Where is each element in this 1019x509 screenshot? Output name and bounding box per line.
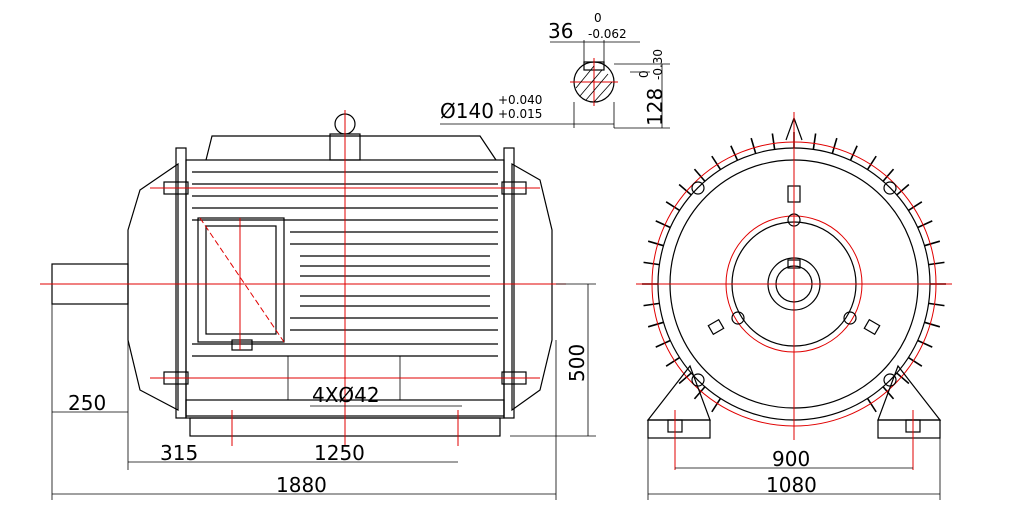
cooling-fin — [917, 339, 933, 348]
shaft-height-tol-upper: 0 — [637, 70, 651, 78]
cooling-fin — [924, 321, 941, 328]
motor-side-view — [40, 110, 596, 500]
cooling-fin — [730, 145, 739, 161]
shaft-key-width-label: 36 — [548, 19, 573, 43]
cooling-fin — [917, 220, 933, 229]
cooling-fin — [849, 145, 858, 161]
shaft-diameter-tol-lower: +0.015 — [498, 107, 542, 121]
cooling-fin — [928, 261, 945, 266]
foot-to-shaft-label: 315 — [160, 441, 198, 465]
cooling-fin — [678, 372, 692, 385]
cooling-fin — [647, 240, 664, 247]
cooling-fin — [928, 302, 945, 307]
shaft-extension-label: 250 — [68, 391, 106, 415]
cooling-fin — [665, 356, 681, 367]
shaft-section-detail — [440, 40, 670, 129]
overall-length-label: 1880 — [276, 473, 327, 497]
cooling-fin — [831, 137, 838, 154]
foot-hole-spacing-side-label: 1250 — [314, 441, 365, 465]
shaft-key-tol-lower: -0.062 — [588, 27, 627, 41]
motor-front-view — [636, 112, 952, 500]
mount-holes-label: 4XØ42 — [312, 383, 380, 407]
cooling-fin — [866, 155, 877, 171]
foot-hole-spacing-front-label: 900 — [772, 447, 810, 471]
cooling-fin — [655, 339, 671, 348]
cooling-fin — [655, 220, 671, 229]
cooling-fin — [882, 168, 895, 182]
cooling-fin — [693, 168, 706, 182]
cooling-fin — [771, 133, 776, 150]
center-height-label: 500 — [565, 344, 589, 382]
shaft-diameter-label: Ø140 — [440, 99, 494, 123]
shaft-height-tol-lower: -0.30 — [651, 49, 665, 80]
cooling-fin — [896, 183, 910, 196]
cooling-fin — [643, 261, 660, 266]
cooling-fin — [647, 321, 664, 328]
cooling-fin — [907, 356, 923, 367]
cooling-fin — [643, 302, 660, 307]
overall-width-label: 1080 — [766, 473, 817, 497]
cooling-fin — [896, 372, 910, 385]
cooling-fin — [711, 155, 722, 171]
cooling-fin — [711, 397, 722, 413]
cooling-fin — [866, 397, 877, 413]
shaft-key-tol-upper: 0 — [594, 11, 602, 25]
cooling-fin — [750, 137, 757, 154]
cooling-fin — [924, 240, 941, 247]
cooling-fin — [665, 201, 681, 212]
shaft-height-label: 128 — [643, 88, 667, 126]
shaft-diameter-tol-upper: +0.040 — [498, 93, 542, 107]
cooling-fin — [907, 201, 923, 212]
cooling-fin — [812, 133, 817, 150]
cooling-fin — [678, 183, 692, 196]
